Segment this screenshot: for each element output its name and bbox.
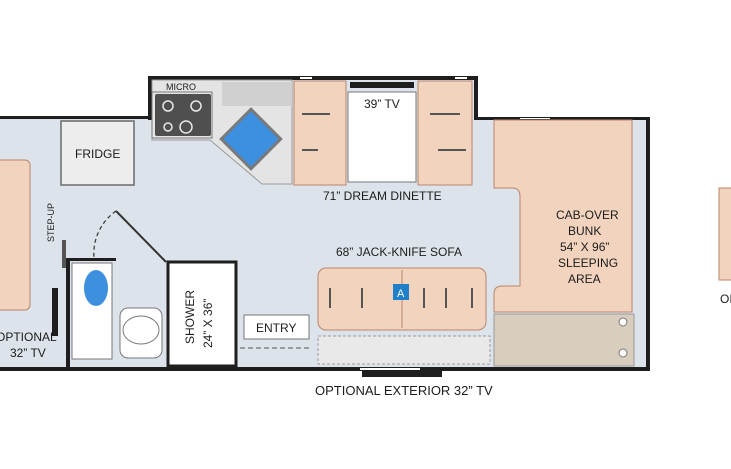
- step-up-label: STEP-UP: [46, 203, 56, 242]
- cooktop: [155, 94, 211, 136]
- toilet-bowl: [122, 315, 160, 345]
- right-fragment-label: OI: [720, 292, 731, 306]
- optional-tv-line2: 32” TV: [10, 346, 46, 360]
- exterior-walls: [0, 76, 650, 371]
- optional-tv-line1: OPTIONAL: [0, 330, 57, 344]
- dinette-table: [347, 91, 417, 183]
- cabover-line3: 54” X 96”: [560, 240, 609, 254]
- counter-edge: [222, 82, 292, 106]
- dinette-seat-left: [293, 80, 347, 186]
- entry-label: ENTRY: [256, 321, 296, 335]
- seatbelt-icons: [302, 113, 466, 151]
- optional-tv-interior: [52, 288, 58, 336]
- step-up-platform: [62, 240, 66, 268]
- exterior-tv-label: OPTIONAL EXTERIOR 32” TV: [315, 383, 493, 398]
- cabover-line4: SLEEPING: [558, 256, 618, 270]
- shower-line2: 24” X 36”: [201, 299, 215, 348]
- sofa-seatbelt-icons: [329, 288, 473, 308]
- cabover-line5: AREA: [568, 272, 601, 286]
- bath-sink: [84, 270, 108, 306]
- tv-39: [350, 82, 414, 88]
- right-plan-fragment: [718, 187, 731, 281]
- rear-bed: [0, 159, 31, 311]
- shower: [166, 260, 238, 368]
- cabover-line2: BUNK: [568, 224, 601, 238]
- dinette-seat-right: [417, 80, 473, 186]
- fridge-label: FRIDGE: [75, 147, 120, 161]
- cabover-line1: CAB-OVER: [556, 208, 619, 222]
- sofa-label: 68” JACK-KNIFE SOFA: [336, 245, 462, 259]
- sofa-storage: [317, 335, 491, 365]
- entry-step: [243, 314, 310, 340]
- cabover-bunk: [493, 119, 633, 313]
- burner-icons: [162, 100, 202, 134]
- exterior-tv: [362, 371, 442, 377]
- cab-seat-knob-top: [618, 317, 628, 327]
- fridge: [60, 120, 135, 186]
- dinette-label: 71” DREAM DINETTE: [323, 189, 442, 203]
- shower-line1: SHOWER: [183, 290, 197, 344]
- galley-sink: [219, 107, 283, 171]
- window-marks: [300, 77, 550, 370]
- sofa-badge-label: A: [397, 288, 405, 300]
- cab-seat-knob-bottom: [618, 348, 628, 358]
- micro-label: MICRO: [166, 82, 196, 92]
- sofa-badge: [393, 284, 409, 300]
- cab-floor: [493, 313, 635, 367]
- microwave-outline: [151, 91, 213, 139]
- tv-39-label: 39” TV: [364, 97, 400, 111]
- bath-door: [115, 210, 167, 263]
